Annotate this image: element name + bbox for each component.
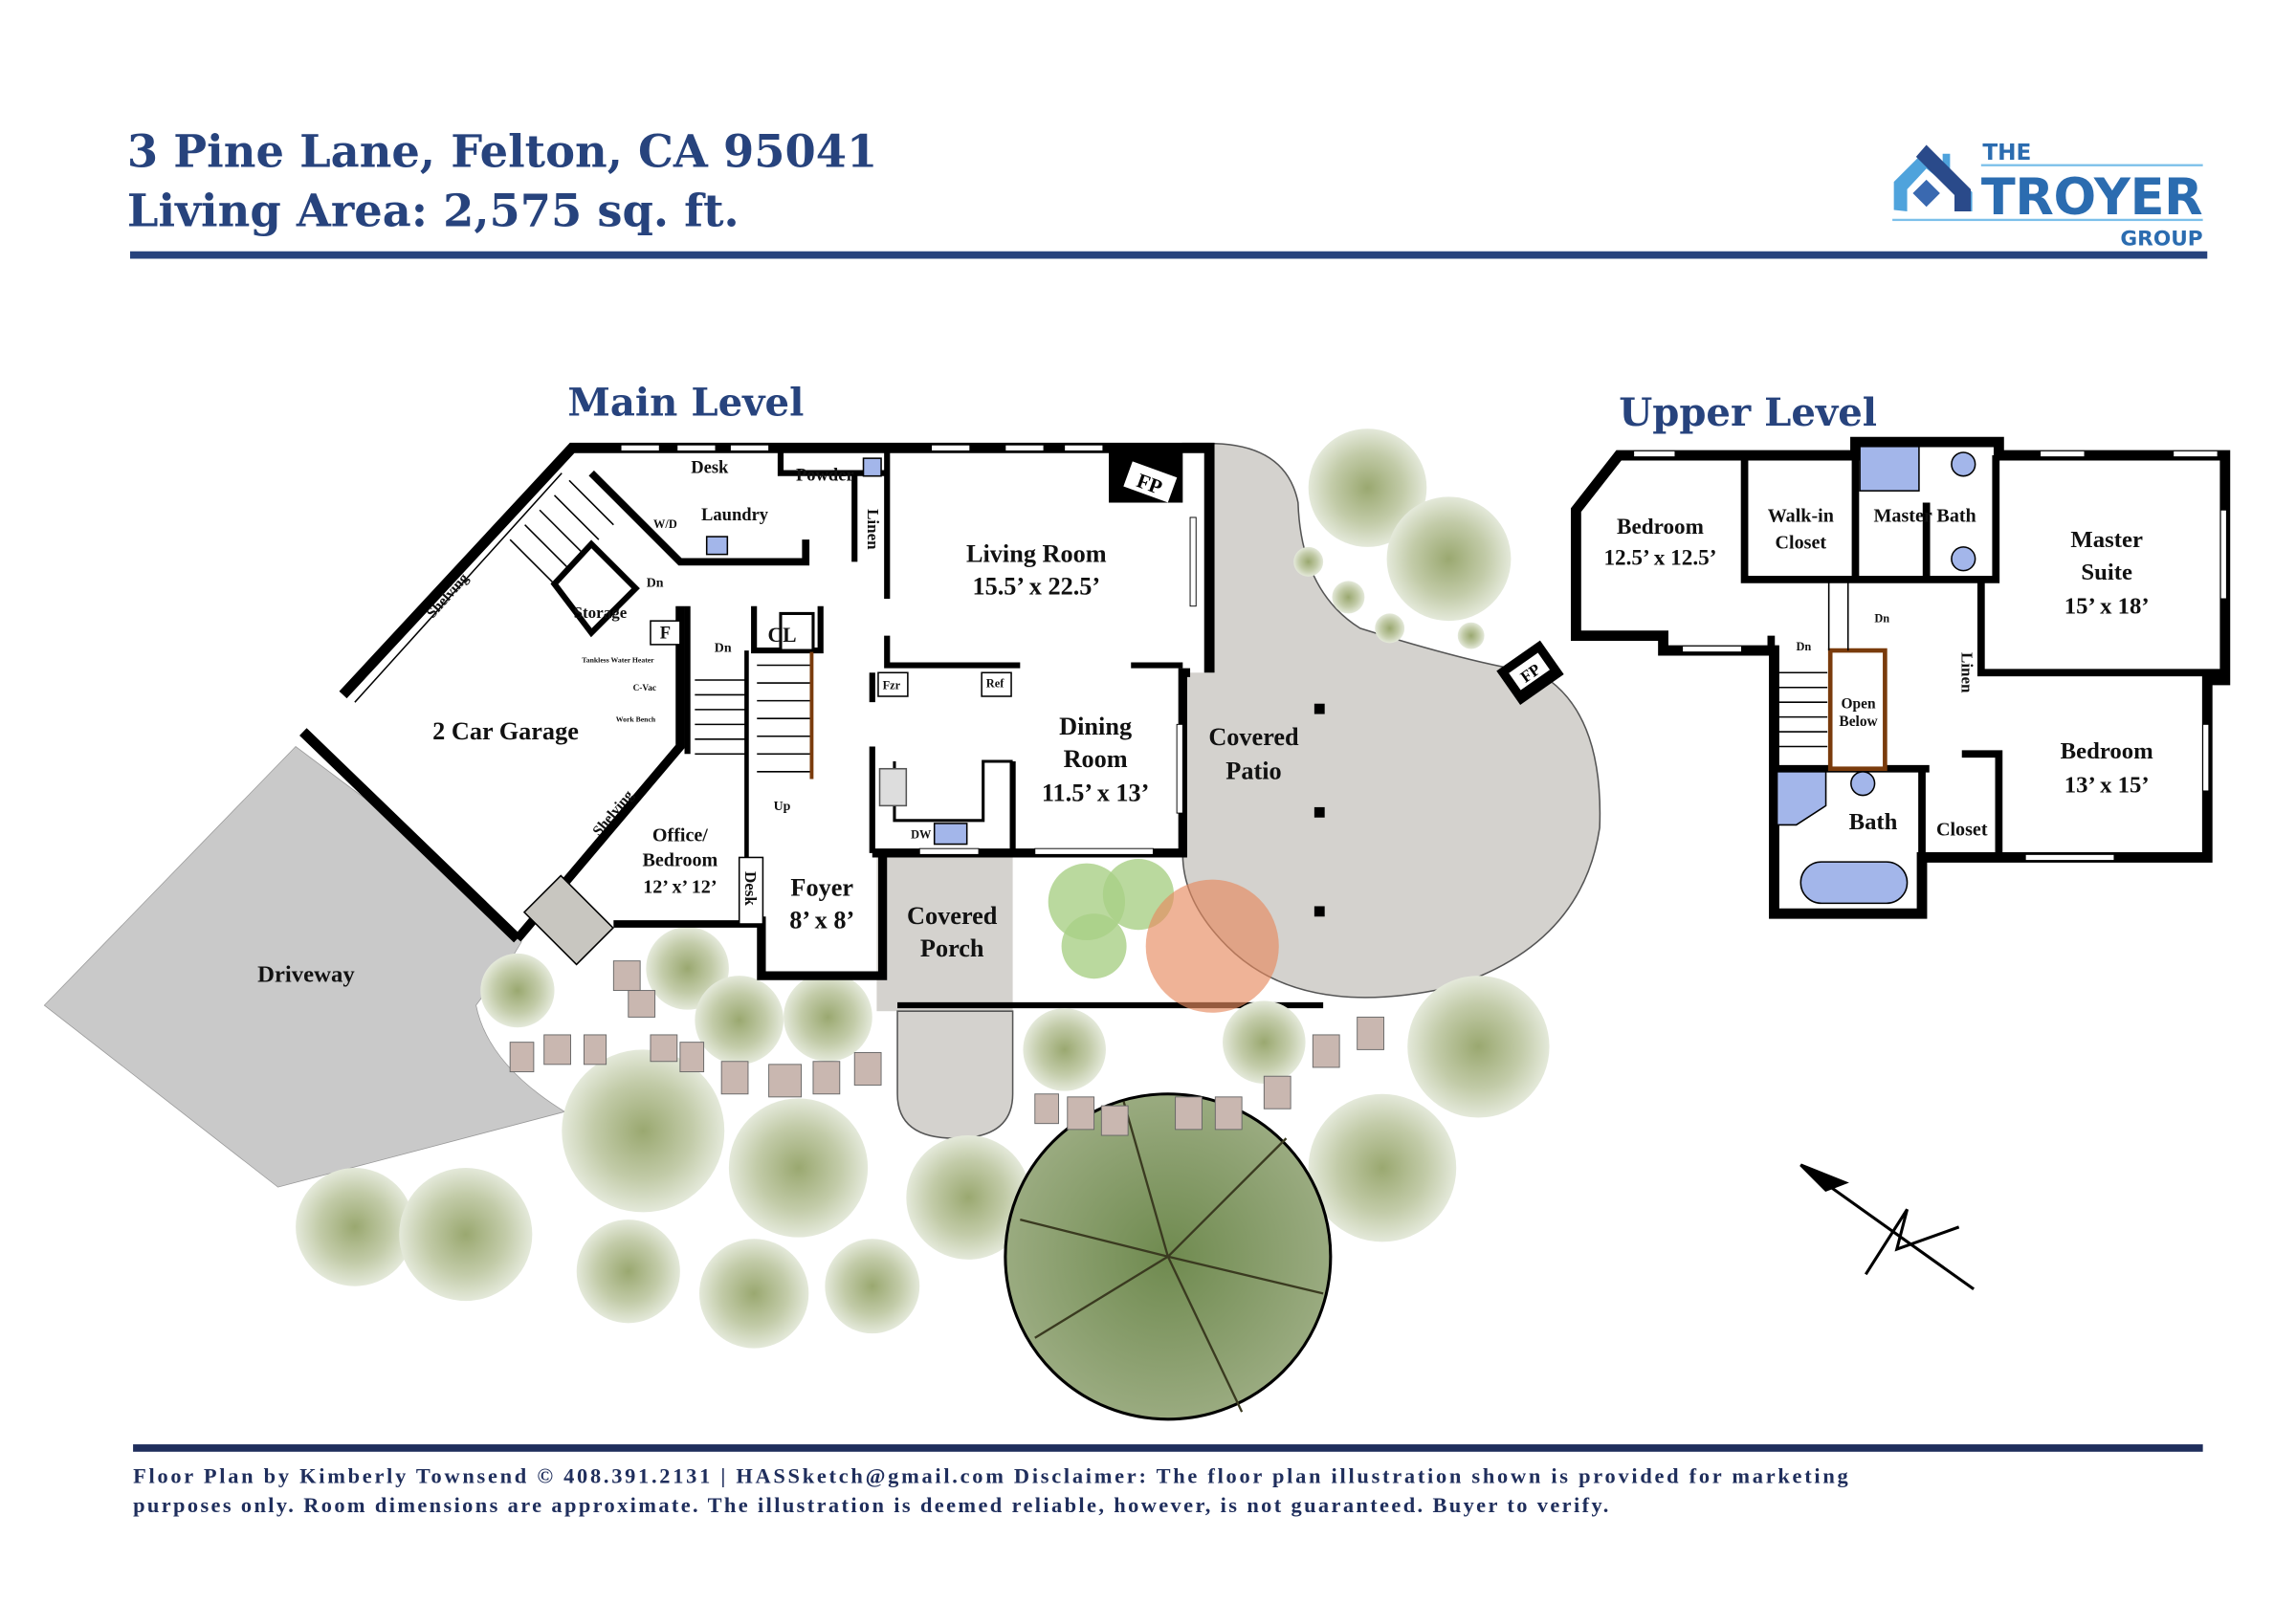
fireplace-patio: FP (1496, 640, 1564, 705)
house-icon (1893, 149, 1973, 212)
room-linen: Linen (864, 509, 882, 550)
patio-posts (1314, 703, 1325, 917)
room-dining-2: Room (1064, 745, 1128, 773)
label-ref: Ref (986, 677, 1004, 691)
room-bath: Bath (1849, 809, 1898, 835)
room-living: Living Room (966, 539, 1107, 567)
porch-label-2: Porch (920, 934, 984, 962)
landscaping-trees (296, 428, 1550, 1421)
patio-label-1: Covered (1208, 723, 1299, 751)
label-desk-2: Desk (741, 871, 760, 906)
stair-dn-1: Dn (647, 577, 664, 591)
room-closet: Closet (1936, 819, 1988, 840)
room-laundry: Laundry (701, 505, 769, 525)
room-bedroom-1-dim: 12.5’ x 12.5’ (1603, 545, 1716, 570)
label-below: Below (1839, 714, 1878, 730)
stair-dn-2: Dn (715, 642, 732, 656)
room-office-dim: 12’ x’ 12’ (643, 877, 717, 898)
room-foyer: Foyer (790, 874, 853, 902)
header-rule (129, 251, 2208, 259)
room-master-bath: Master Bath (1873, 506, 1976, 527)
room-storage: Storage (574, 604, 628, 622)
upper-level-plan (1570, 436, 2231, 919)
upper-dn-1: Dn (1874, 612, 1889, 626)
porch-label-1: Covered (907, 902, 998, 930)
troyer-group-logo: THE TROYER GROUP (1892, 140, 2203, 252)
footer-disclaimer-line: purposes only. Room dimensions are appro… (133, 1493, 1608, 1517)
logo-the: THE (1982, 140, 2031, 165)
room-bedroom-2-dim: 13’ x 15’ (2064, 772, 2150, 798)
room-wd: W/D (653, 517, 677, 531)
room-bedroom-2: Bedroom (2061, 738, 2153, 764)
patio-label-2: Patio (1225, 758, 1281, 785)
room-desk: Desk (691, 458, 729, 478)
landscape-boulders (509, 960, 1384, 1136)
room-foyer-dim: 8’ x 8’ (789, 907, 854, 934)
north-arrow-icon (1799, 1163, 1976, 1291)
label-tankless: Tankless Water Heater (582, 655, 654, 664)
front-walkway (896, 1010, 1014, 1139)
room-master-2: Suite (2081, 560, 2132, 585)
driveway-label: Driveway (257, 961, 355, 987)
room-walkin-2: Closet (1776, 532, 1827, 553)
room-office-2: Bedroom (642, 850, 718, 871)
room-living-dim: 15.5’ x 22.5’ (972, 572, 1100, 600)
stair-up: Up (774, 800, 791, 814)
room-garage: 2 Car Garage (432, 717, 579, 745)
living-area: Living Area: 2,575 sq. ft. (127, 184, 740, 236)
room-master-dim: 15’ x 18’ (2064, 593, 2150, 619)
room-walkin-1: Walk-in (1768, 506, 1834, 527)
label-dw: DW (911, 827, 932, 841)
upper-dn-2: Dn (1796, 640, 1811, 653)
label-open: Open (1842, 695, 1876, 712)
footer-rule (133, 1444, 2203, 1452)
logo-group: GROUP (2120, 228, 2202, 252)
room-office-1: Office/ (652, 824, 708, 846)
room-dining-1: Dining (1059, 713, 1132, 740)
upper-level-title: Upper Level (1619, 390, 1877, 435)
room-powder: Powder (796, 465, 854, 485)
room-master-1: Master (2070, 527, 2143, 553)
label-work-bench: Work Bench (616, 714, 656, 723)
property-address: 3 Pine Lane, Felton, CA 95041 (127, 125, 877, 178)
main-level-plan: FP (299, 442, 1215, 980)
upper-level-labels: Bedroom 12.5’ x 12.5’ Walk-in Closet Mas… (1603, 506, 2153, 841)
label-linen-upper: Linen (1958, 652, 1976, 693)
label-cl: CL (767, 624, 796, 647)
covered-porch (876, 854, 1013, 1012)
logo-troyer: TROYER (1981, 168, 2203, 227)
room-bedroom-1: Bedroom (1617, 515, 1704, 539)
room-dining-dim: 11.5’ x 13’ (1042, 780, 1150, 807)
label-fzr: Fzr (883, 678, 901, 692)
main-level-title: Main Level (567, 380, 804, 425)
footer-credit-line: Floor Plan by Kimberly Townsend © 408.39… (133, 1463, 1848, 1488)
label-cvac: C-Vac (633, 684, 656, 693)
label-f: F (660, 624, 671, 644)
